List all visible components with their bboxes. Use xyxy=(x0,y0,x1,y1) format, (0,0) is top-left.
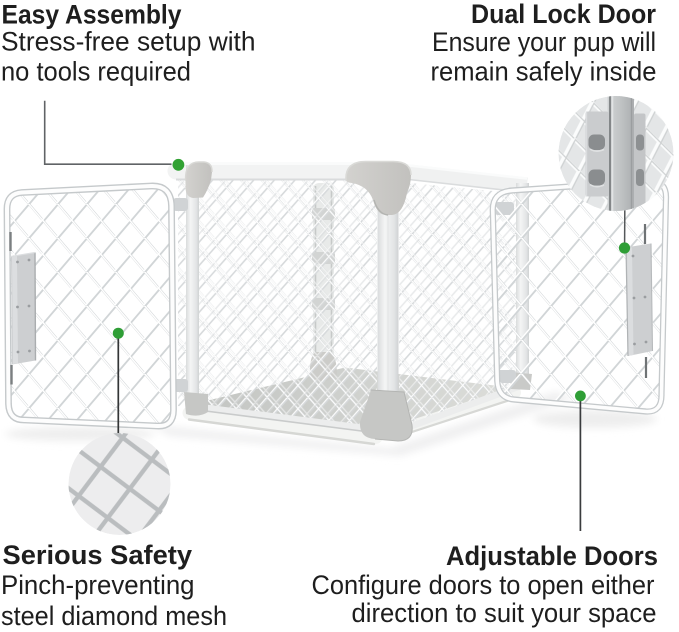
svg-text:Dual Lock Door: Dual Lock Door xyxy=(471,0,656,29)
svg-text:Stress-free setup with: Stress-free setup with xyxy=(1,27,256,57)
svg-text:Adjustable Doors: Adjustable Doors xyxy=(446,541,658,571)
svg-text:Easy Assembly: Easy Assembly xyxy=(2,0,182,30)
svg-text:remain safely inside: remain safely inside xyxy=(431,57,657,87)
svg-text:direction to suit your space: direction to suit your space xyxy=(352,598,657,628)
svg-text:Ensure your pup will: Ensure your pup will xyxy=(432,27,656,57)
svg-text:Pinch-preventing: Pinch-preventing xyxy=(1,570,195,600)
svg-text:Serious Safety: Serious Safety xyxy=(3,540,192,570)
svg-text:no tools required: no tools required xyxy=(1,57,191,87)
svg-text:steel diamond mesh: steel diamond mesh xyxy=(1,601,227,631)
svg-text:Configure doors to open either: Configure doors to open either xyxy=(312,570,655,600)
